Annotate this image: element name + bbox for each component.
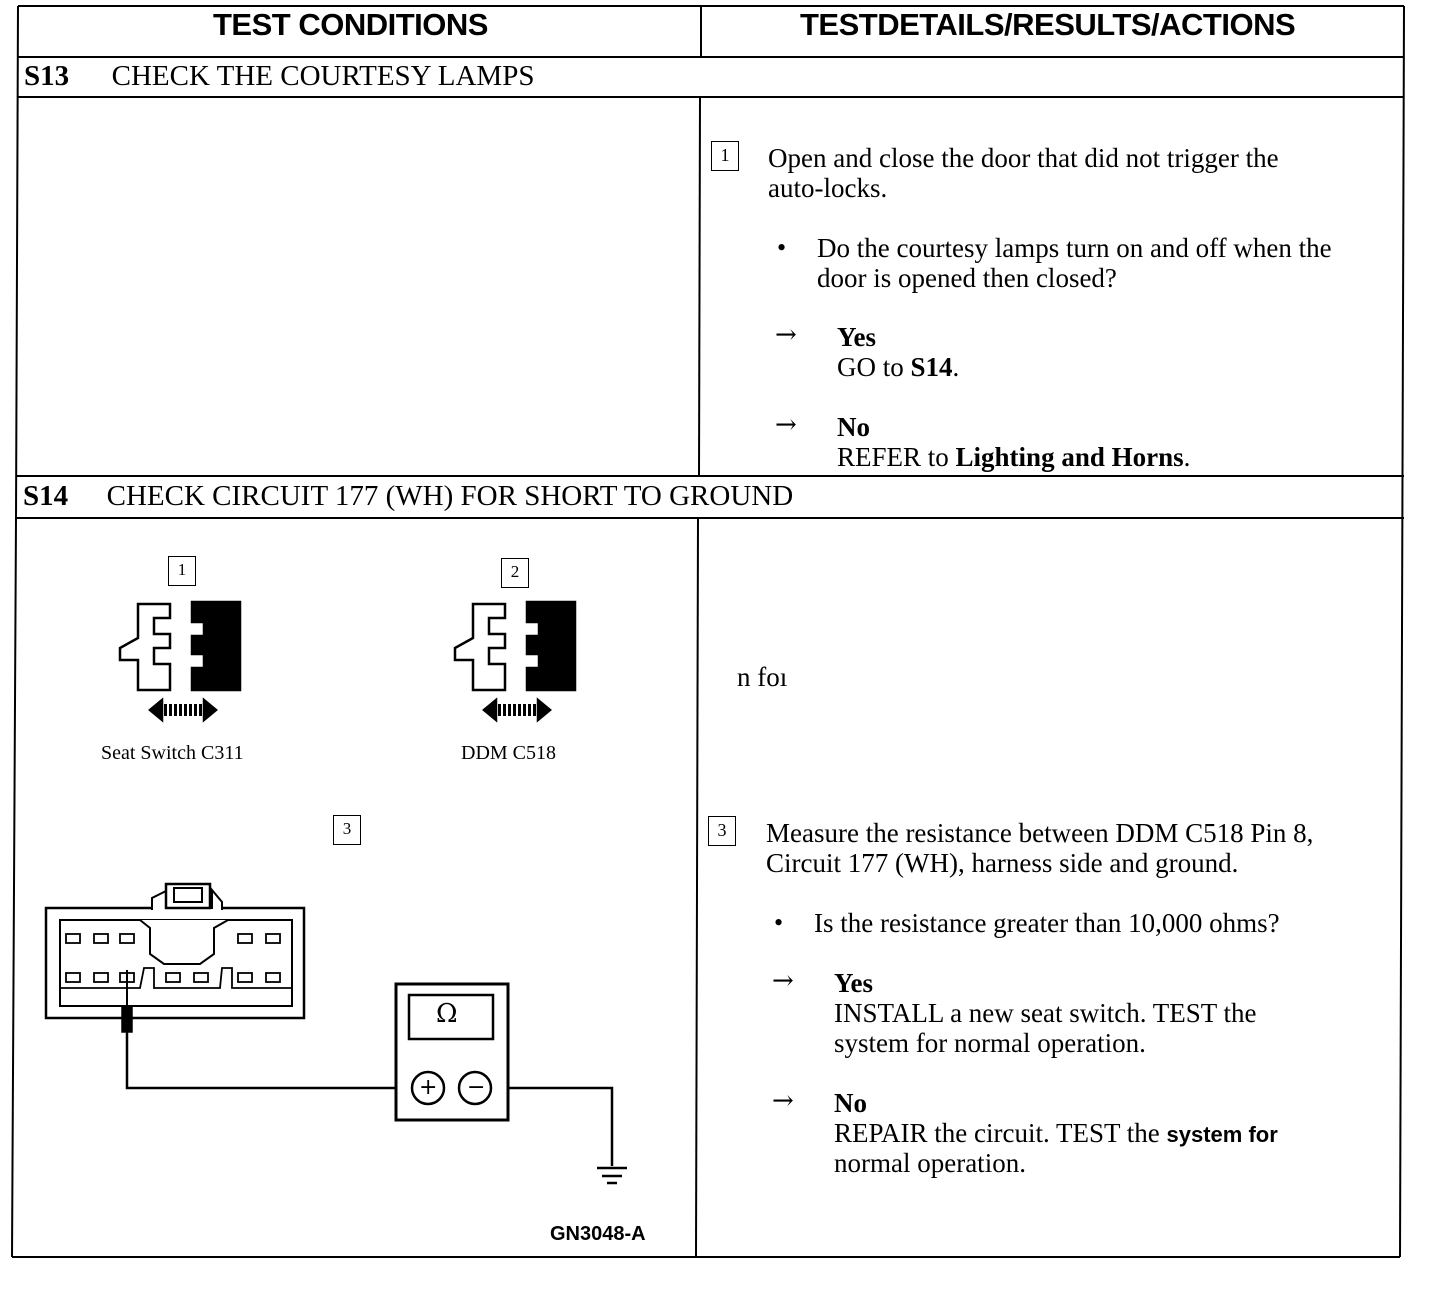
s14-yes-label: Yes — [834, 968, 873, 998]
s13-yes-action: GO to S14. — [837, 352, 959, 382]
text-fragment: n foı — [737, 662, 788, 692]
s13-step1-line1: Open and close the door that did not tri… — [768, 143, 1279, 173]
grid-mid-s13 — [698, 96, 701, 477]
s13-no-action: REFER to Lighting and Horns. — [837, 442, 1190, 472]
s13-yes-label: Yes — [837, 322, 876, 352]
ddm-connector-icon — [453, 600, 577, 723]
s14-no-line1-b: system for — [1166, 1122, 1278, 1147]
header-test-conditions: TEST CONDITIONS — [213, 7, 488, 42]
s13-question-line2: door is opened then closed? — [817, 263, 1117, 293]
connector2-label: DDM C518 — [461, 742, 557, 764]
s13-no-action-pre: REFER to — [837, 442, 956, 472]
s14-no-label: No — [834, 1088, 867, 1118]
header-test-details: TESTDETAILS/RESULTS/ACTIONS — [800, 7, 1296, 42]
s13-title-row: S13 CHECK THE COURTESY LAMPS — [24, 60, 534, 93]
grid-right-edge — [1399, 5, 1405, 1258]
grid-left-edge-top — [15, 5, 19, 519]
s14-yes-arrow: → — [772, 966, 794, 996]
s13-yes-action-pre: GO to — [837, 352, 911, 382]
s13-no-action-post: . — [1183, 442, 1191, 472]
fig-step-3: 3 — [333, 815, 361, 845]
s14-code: S14 — [23, 480, 69, 512]
test-leads — [121, 970, 627, 1185]
s14-title: CHECK CIRCUIT 177 (WH) FOR SHORT TO GROU… — [106, 480, 794, 512]
fig-step-1: 1 — [168, 556, 196, 586]
s14-bullet: • — [774, 908, 784, 937]
s13-no-label: No — [837, 412, 870, 442]
s13-title: CHECK THE COURTESY LAMPS — [111, 60, 535, 92]
ohm-symbol: Ω — [436, 999, 458, 1029]
s14-step3-line1: Measure the resistance between DDM C518 … — [766, 818, 1314, 848]
s14-question: Is the resistance greater than 10,000 oh… — [814, 908, 1280, 938]
s13-no-arrow: → — [775, 410, 797, 440]
fig-step-2: 2 — [501, 558, 529, 588]
s13-bullet: • — [777, 233, 787, 262]
s14-title-row: S14 CHECK CIRCUIT 177 (WH) FOR SHORT TO … — [23, 480, 793, 513]
s13-step-number: 1 — [711, 141, 739, 171]
s14-no-line1: REPAIR the circuit. TEST the system for — [834, 1118, 1278, 1150]
s13-no-action-ref: Lighting and Horns — [955, 442, 1184, 472]
grid-left-edge-bottom — [11, 517, 17, 1258]
s13-question-line1: Do the courtesy lamps turn on and off wh… — [817, 233, 1332, 263]
meter-minus-terminal: − — [467, 1075, 486, 1100]
s13-step1-line2: auto-locks. — [768, 173, 888, 203]
s14-step3-line2: Circuit 177 (WH), harness side and groun… — [766, 848, 1239, 878]
s13-yes-action-ref: S14 — [910, 352, 953, 382]
s14-no-line1-a: REPAIR the circuit. TEST the — [834, 1118, 1167, 1148]
connector1-label: Seat Switch C311 — [101, 742, 244, 764]
connector-disconnect-diagram — [44, 600, 627, 1185]
s13-code: S13 — [24, 60, 70, 92]
seat-switch-connector-icon — [118, 600, 242, 723]
grid-mid-s14 — [695, 517, 699, 1258]
s14-yes-line1: INSTALL a new seat switch. TEST the — [834, 998, 1257, 1028]
s13-yes-arrow: → — [775, 320, 797, 350]
s13-yes-action-post: . — [952, 352, 960, 382]
s14-no-arrow: → — [772, 1086, 794, 1116]
s14-step-number: 3 — [708, 816, 736, 846]
s14-no-line2: normal operation. — [834, 1148, 1026, 1178]
meter-plus-terminal: + — [419, 1075, 438, 1100]
ohmmeter-icon — [394, 982, 510, 1122]
ddm-c518-harness-face — [44, 882, 306, 1020]
s14-yes-line2: system for normal operation. — [834, 1028, 1146, 1058]
figure-id: GN3048-A — [550, 1223, 646, 1245]
